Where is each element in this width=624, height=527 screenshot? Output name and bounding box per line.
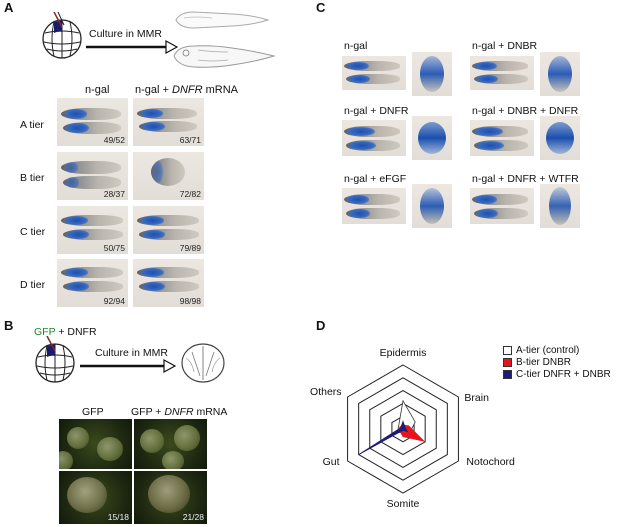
neural-photo [540, 184, 580, 228]
panel-a-culture-label: Culture in MMR [89, 28, 162, 40]
panel-b-col-header-left: GFP [82, 406, 104, 418]
legend-label: B-tier DNBR [516, 357, 572, 368]
embryo-photo [470, 56, 534, 90]
panel-b-culture-label: Culture in MMR [95, 347, 168, 359]
panel-a-col-header-right: n-gal + DNFR mRNA [135, 84, 239, 96]
embryo-photo: 72/82 [133, 152, 204, 200]
embryo-photo: 63/71 [133, 98, 204, 146]
legend-swatch [503, 370, 512, 379]
legend-swatch [503, 358, 512, 367]
tadpole-outline-large [173, 45, 276, 68]
gfp-photo: 21/28 [134, 471, 207, 524]
row-label: A tier [20, 119, 44, 131]
count: 28/37 [103, 189, 125, 199]
radar-axis-label: Notochord [466, 456, 515, 468]
radar-axis-label: Somite [387, 498, 420, 510]
panel-c-label: n-gal + DNFR [344, 105, 409, 117]
count: 50/75 [103, 243, 125, 253]
neural-photo [412, 116, 452, 160]
panel-c-label: n-gal + DNBR [472, 40, 538, 52]
radar-ring [347, 364, 459, 494]
embryo-sphere-icon [35, 336, 75, 383]
gfp-photo [134, 419, 207, 469]
gfp-photo: 15/18 [59, 471, 132, 524]
embryo-photo [470, 188, 534, 224]
panel-b-injection-label: GFP + DNFR [34, 326, 97, 338]
radar-axis-label: Others [310, 386, 342, 398]
panel-b-letter: B [4, 318, 14, 333]
count: 63/71 [179, 135, 201, 145]
count: 15/18 [107, 512, 129, 522]
panel-c-label: n-gal + DNFR + WTFR [472, 173, 579, 185]
embryo-photo [342, 56, 406, 90]
radar-axis-label: Gut [323, 456, 340, 468]
count: 79/89 [179, 243, 201, 253]
panel-b-col-header-right: GFP + DNFR mRNA [131, 406, 228, 418]
culture-arrow-icon [86, 40, 178, 54]
embryo-sphere-icon [42, 12, 82, 59]
embryo-photo: 92/94 [57, 259, 128, 307]
neural-photo [412, 184, 452, 228]
legend-item: B-tier DNBR [503, 357, 611, 368]
panel-a-col-header-left: n-gal [85, 84, 110, 96]
culture-arrow-icon [80, 359, 176, 373]
radar-ring [358, 377, 448, 481]
radar-grid [347, 364, 459, 494]
panel-a-letter: A [4, 0, 14, 15]
panel-c-label: n-gal + DNBR + DNFR [472, 105, 579, 117]
panel-c-label: n-gal + eFGF [344, 173, 407, 185]
embryo-photo [342, 120, 406, 156]
radar-series-polygon [358, 420, 409, 455]
embryo-photo: 98/98 [133, 259, 204, 307]
embryo-photo: 28/37 [57, 152, 128, 200]
radar-axis-label: Brain [464, 392, 489, 404]
panel-c-grid: n-gal n-gal + DNBR n-gal + DNFR n-gal + … [332, 28, 618, 234]
legend-label: A-tier (control) [516, 345, 580, 356]
legend: A-tier (control) B-tier DNBR C-tier DNFR… [503, 345, 611, 380]
neural-photo [540, 116, 580, 160]
count: 92/94 [103, 296, 125, 306]
radar-series [358, 399, 426, 455]
legend-label: C-tier DNFR + DNBR [516, 369, 611, 380]
legend-item: A-tier (control) [503, 345, 611, 356]
radar-ring [380, 402, 426, 456]
legend-item: C-tier DNFR + DNBR [503, 369, 611, 380]
embryo-photo: 79/89 [133, 206, 204, 254]
embryo-photo [342, 188, 406, 224]
panel-c-letter: C [316, 0, 326, 15]
neural-photo [540, 52, 580, 96]
count: 49/52 [103, 135, 125, 145]
radar-ring [369, 390, 437, 468]
embryo-photo [470, 120, 534, 156]
tadpole-outline-small [175, 11, 270, 29]
row-label: D tier [20, 279, 46, 291]
embryo-photo: 50/75 [57, 206, 128, 254]
count: 98/98 [179, 296, 201, 306]
neural-photo [412, 52, 452, 96]
count: 72/82 [179, 189, 201, 199]
legend-swatch [503, 346, 512, 355]
row-label: C tier [20, 226, 46, 238]
gfp-photo [59, 419, 132, 469]
panel-c-label: n-gal [344, 40, 368, 52]
row-label: B tier [20, 172, 45, 184]
radar-axis-label: Epidermis [380, 347, 427, 359]
neural-plate-sketch [181, 343, 225, 383]
embryo-photo: 49/52 [57, 98, 128, 146]
panel-d-letter: D [316, 318, 326, 333]
count: 21/28 [182, 512, 204, 522]
